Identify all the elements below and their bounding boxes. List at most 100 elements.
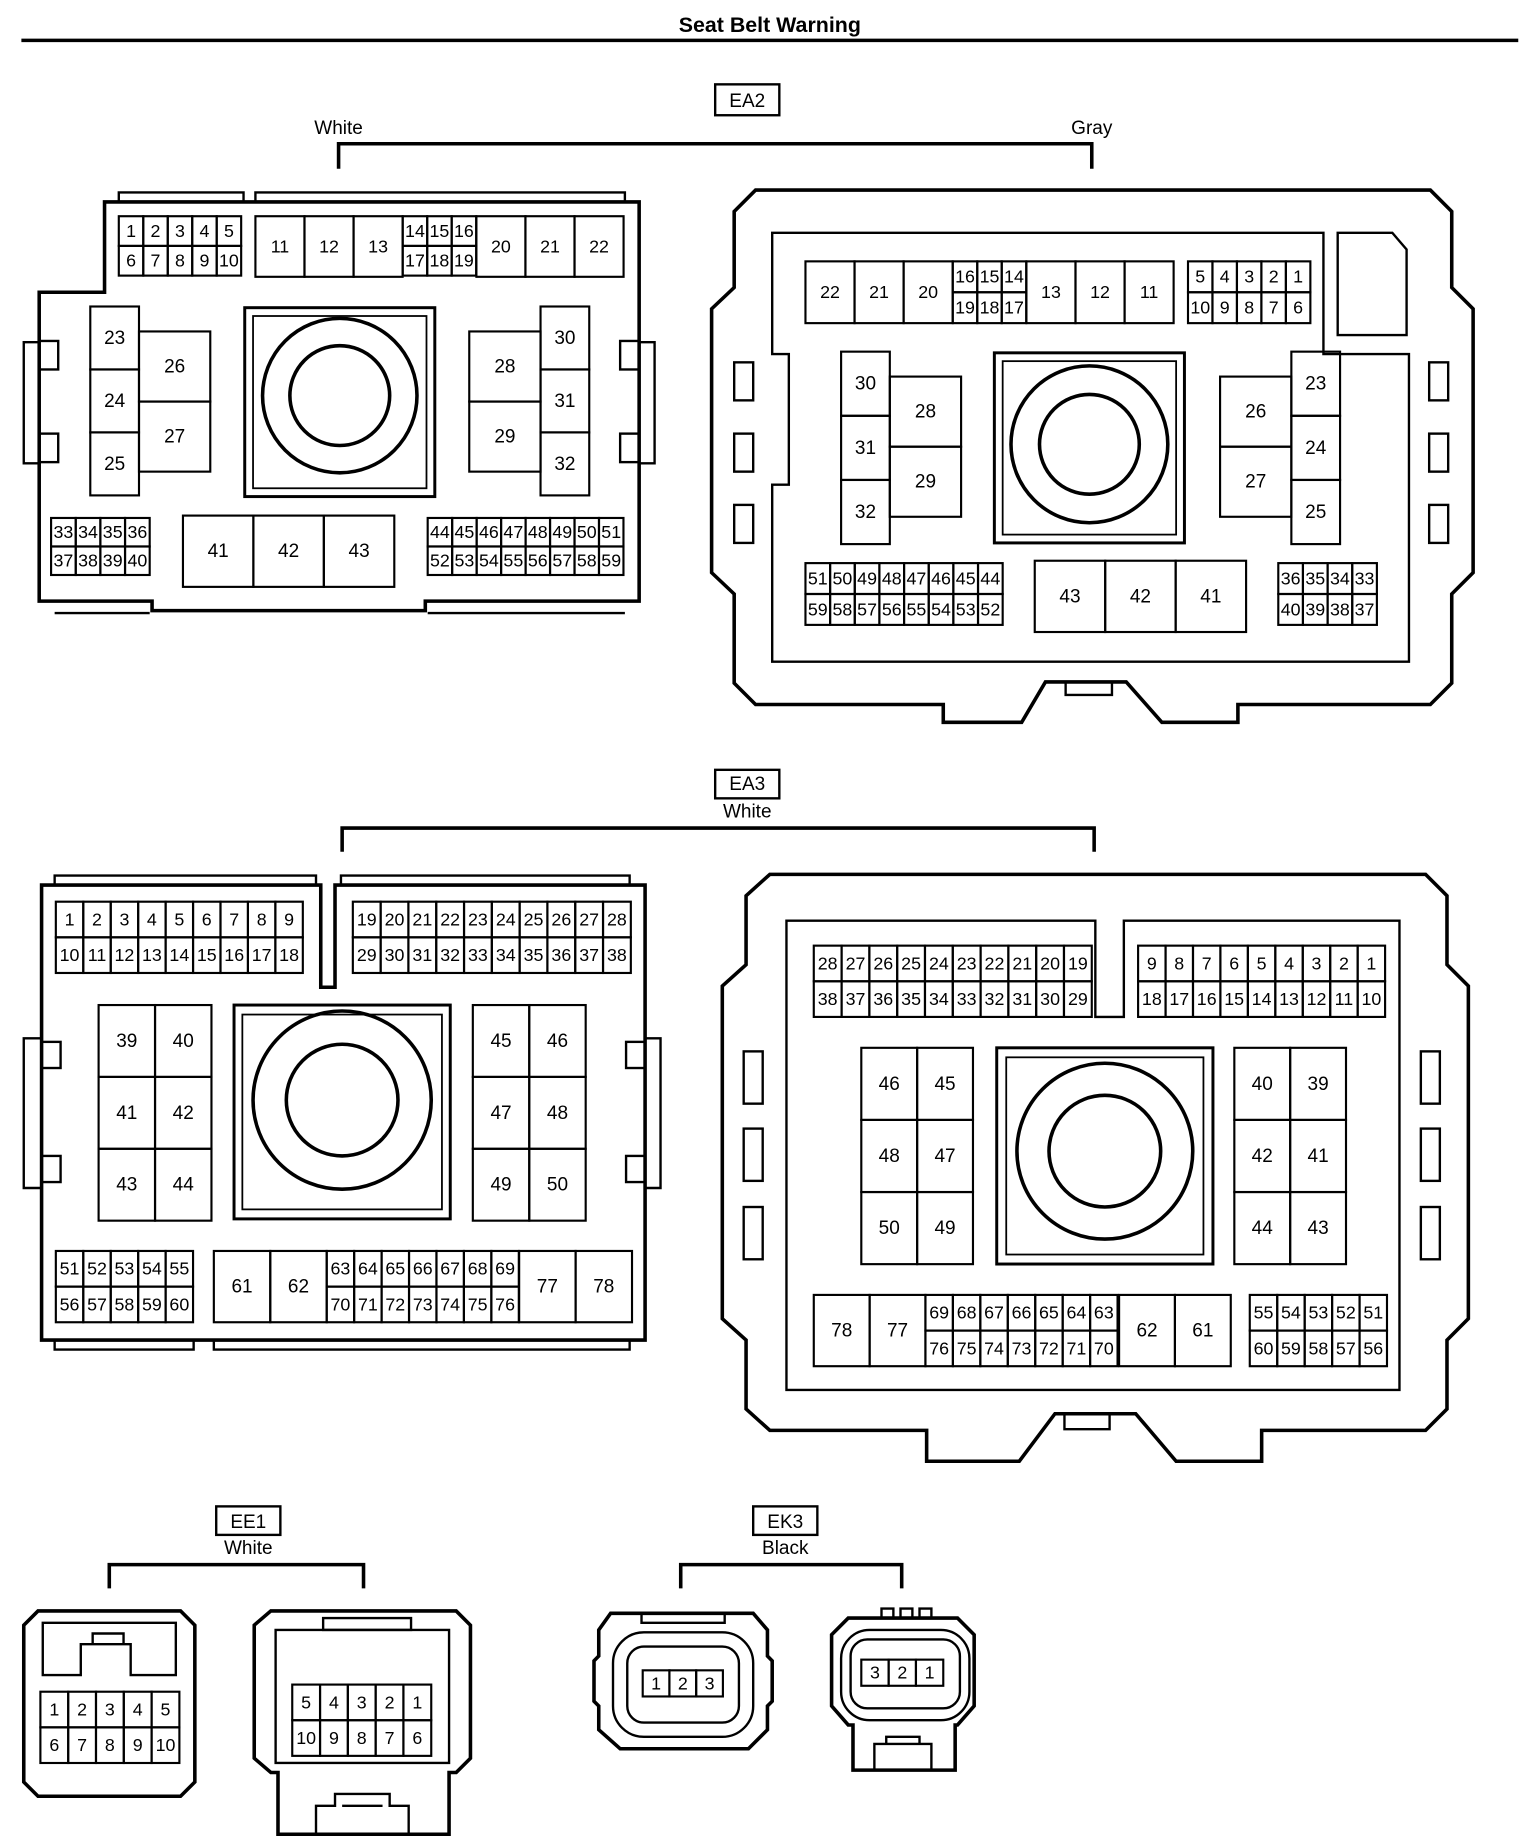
pin-cell [1062, 980, 1093, 1018]
ee1-id: EE1 [230, 1512, 266, 1533]
pin-number: 13 [1041, 282, 1061, 302]
pin-number: 18 [430, 251, 450, 271]
pin-number: 27 [164, 427, 185, 448]
pin-number: 32 [440, 945, 460, 965]
pin-number: 12 [115, 945, 135, 965]
pin-number: 19 [955, 298, 975, 318]
pin-number: 59 [808, 599, 828, 619]
pin-number: 2 [897, 1663, 907, 1683]
pin-number: 37 [53, 551, 73, 571]
pin-number: 3 [119, 909, 129, 929]
pin-number: 27 [1245, 472, 1266, 493]
pin-number: 18 [279, 945, 299, 965]
pin-number: 6 [126, 251, 136, 271]
pin-number: 58 [115, 1294, 135, 1314]
pin-number: 63 [331, 1259, 351, 1279]
pin-cell [1289, 1190, 1348, 1266]
pin-number: 34 [929, 989, 949, 1009]
pin-number: 12 [319, 236, 339, 256]
pin-number: 45 [454, 522, 474, 542]
pin-number: 70 [331, 1294, 351, 1314]
pin-number: 13 [142, 945, 162, 965]
ea2-color-right: Gray [1071, 118, 1113, 139]
pin-number: 42 [173, 1103, 194, 1124]
pin-number: 5 [174, 909, 184, 929]
pin-number: 2 [678, 1673, 688, 1693]
pin-number: 23 [104, 328, 125, 349]
pin-number: 22 [820, 282, 840, 302]
pin-number: 5 [224, 221, 234, 241]
pin-number: 56 [60, 1294, 80, 1314]
pin-number: 1 [1293, 267, 1303, 287]
pin-number: 32 [554, 454, 575, 475]
pin-number: 16 [955, 267, 975, 287]
pin-number: 41 [1308, 1146, 1329, 1167]
ek3-right-connector [829, 1607, 976, 1772]
pin-cell [137, 400, 212, 473]
pin-number: 24 [496, 909, 516, 929]
pin-number: 7 [385, 1728, 395, 1748]
pin-number: 66 [1012, 1303, 1032, 1323]
ee1-header: EE1 White [107, 1505, 366, 1589]
pin-number: 64 [1066, 1303, 1086, 1323]
pin-number: 9 [1147, 953, 1157, 973]
pin-number: 10 [296, 1728, 316, 1748]
ea2-id: EA2 [729, 91, 765, 112]
ea2-white-lock-ring [260, 316, 419, 475]
pin-number: 18 [1142, 989, 1162, 1009]
pin-number: 6 [202, 909, 212, 929]
pin-number: 6 [412, 1728, 422, 1748]
pin-number: 20 [1040, 953, 1060, 973]
pin-number: 56 [882, 599, 902, 619]
pin-number: 55 [169, 1259, 189, 1279]
pin-number: 71 [1066, 1338, 1086, 1358]
pin-cell [164, 1285, 195, 1324]
pin-number: 40 [1281, 599, 1301, 619]
pin-number: 72 [1039, 1338, 1059, 1358]
pin-number: 2 [1339, 953, 1349, 973]
pin-cell [402, 1719, 433, 1757]
pin-number: 5 [301, 1692, 311, 1712]
pin-cell [1351, 592, 1378, 626]
pin-number: 48 [547, 1103, 568, 1124]
pin-number: 8 [257, 909, 267, 929]
pin-number: 4 [1220, 267, 1230, 287]
ek3-right-housing [829, 1616, 976, 1772]
pin-number: 9 [199, 251, 209, 271]
ea3-header: EA3 White [340, 768, 1096, 852]
pin-number: 2 [385, 1692, 395, 1712]
pin-number: 31 [554, 391, 575, 412]
pin-cell [695, 1669, 724, 1698]
pin-number: 16 [454, 221, 474, 241]
pin-number: 4 [329, 1692, 339, 1712]
pin-number: 28 [494, 356, 515, 377]
pin-number: 5 [161, 1699, 171, 1719]
ea3-left-connector [22, 874, 662, 1351]
pin-cell [914, 1658, 945, 1687]
pin-number: 48 [879, 1146, 900, 1167]
pin-number: 12 [1090, 282, 1110, 302]
pin-number: 43 [116, 1175, 137, 1196]
pin-cell [1123, 260, 1175, 325]
pin-number: 64 [358, 1259, 378, 1279]
pin-number: 51 [601, 522, 621, 542]
pin-number: 41 [208, 541, 229, 562]
pin-number: 73 [413, 1294, 433, 1314]
pin-number: 27 [846, 953, 866, 973]
pin-number: 4 [147, 909, 157, 929]
pin-number: 3 [705, 1673, 715, 1693]
pin-number: 26 [551, 909, 571, 929]
ek3-left-connector [592, 1611, 774, 1751]
pin-number: 22 [440, 909, 460, 929]
pin-number: 1 [651, 1673, 661, 1693]
pin-number: 51 [60, 1259, 80, 1279]
pin-number: 10 [1190, 298, 1210, 318]
pin-number: 29 [494, 427, 515, 448]
pin-number: 15 [1224, 989, 1244, 1009]
pin-number: 72 [385, 1294, 405, 1314]
pin-number: 48 [528, 522, 548, 542]
pin-number: 52 [87, 1259, 107, 1279]
pin-number: 36 [127, 522, 147, 542]
pin-number: 58 [577, 551, 597, 571]
pin-number: 27 [579, 909, 599, 929]
